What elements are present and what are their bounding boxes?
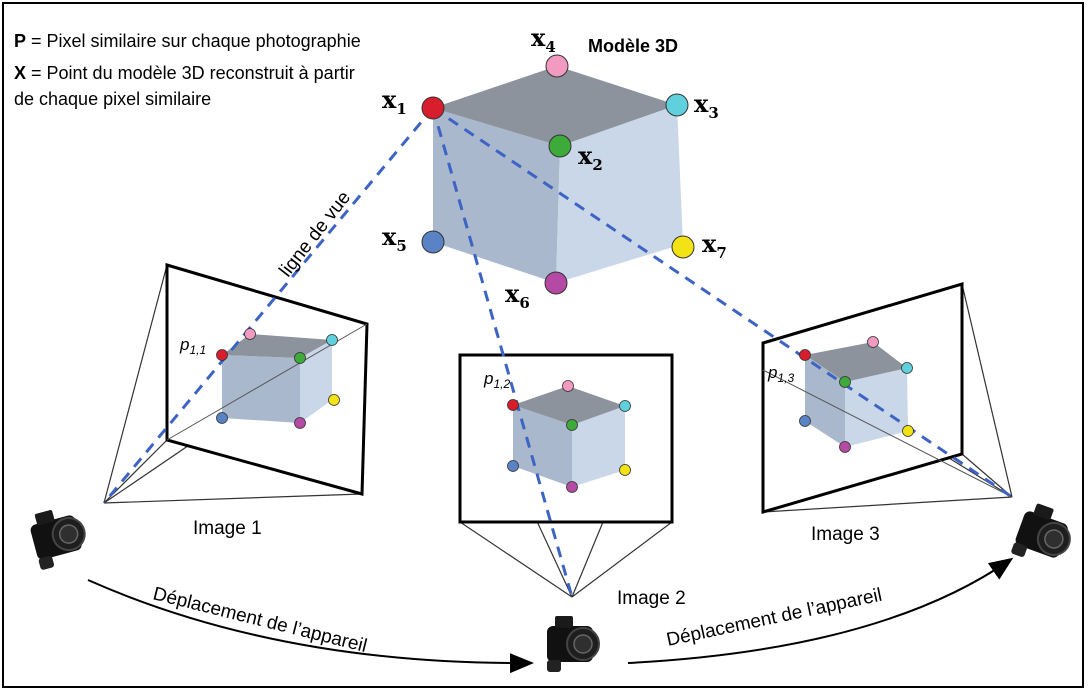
image-1-label: Image 1	[193, 518, 262, 539]
image-1-frame	[103, 262, 369, 504]
cube-top-face	[433, 66, 677, 146]
label-x5: x5	[382, 222, 407, 255]
sight-lines	[102, 106, 1013, 598]
point-x2	[548, 134, 572, 158]
legend-p-text: = Pixel similaire sur chaque photographi…	[26, 31, 361, 51]
movement-label-right: Déplacement de l’appareil	[665, 585, 884, 651]
sight-line-2	[431, 107, 574, 598]
legend-x-text: = Point du modèle 3D reconstruit à parti…	[26, 63, 355, 83]
sight-line-3	[432, 106, 1013, 499]
model-title: Modèle 3D	[588, 36, 678, 56]
image-3-diagonal	[762, 369, 1013, 498]
point-x7	[671, 235, 695, 259]
camera-2-icon	[546, 615, 600, 673]
legend-p-key: P	[14, 31, 27, 51]
point-x6	[544, 271, 568, 295]
label-x7: x7	[702, 229, 727, 262]
image-3-points	[799, 336, 914, 453]
point-x4	[545, 54, 569, 78]
legend-x-key: X	[14, 63, 27, 83]
point-x3	[665, 93, 689, 117]
image-1-points	[216, 328, 340, 429]
label-x6: x6	[505, 279, 530, 312]
model-cube	[433, 66, 683, 283]
cube-left-face	[433, 108, 560, 283]
movement-arrow-left	[87, 579, 534, 674]
point-x5	[421, 230, 445, 254]
label-x4: x4	[531, 23, 556, 56]
movement-arrow-right	[627, 557, 1014, 664]
label-x3: x3	[694, 89, 719, 122]
image-3-label: Image 3	[811, 524, 880, 545]
image-2-label: Image 2	[617, 588, 686, 609]
legend-x-line-2: de chaque pixel similaire	[14, 89, 212, 109]
movement-label-left: Déplacement de l’appareil	[151, 583, 369, 657]
camera-3-icon	[1009, 499, 1080, 572]
cube-right-face	[556, 105, 683, 283]
model-points	[421, 54, 695, 295]
legend-p-line: P = Pixel similaire sur chaque photograp…	[14, 30, 361, 52]
legend-x-line: X = Point du modèle 3D reconstruit à par…	[14, 62, 355, 84]
sight-line-1	[102, 107, 435, 504]
label-x1: x1	[382, 85, 407, 118]
camera-1-icon	[25, 501, 93, 572]
sight-line-label: ligne de vue	[275, 187, 355, 281]
point-x1	[421, 96, 445, 120]
image-2-points	[507, 380, 631, 493]
